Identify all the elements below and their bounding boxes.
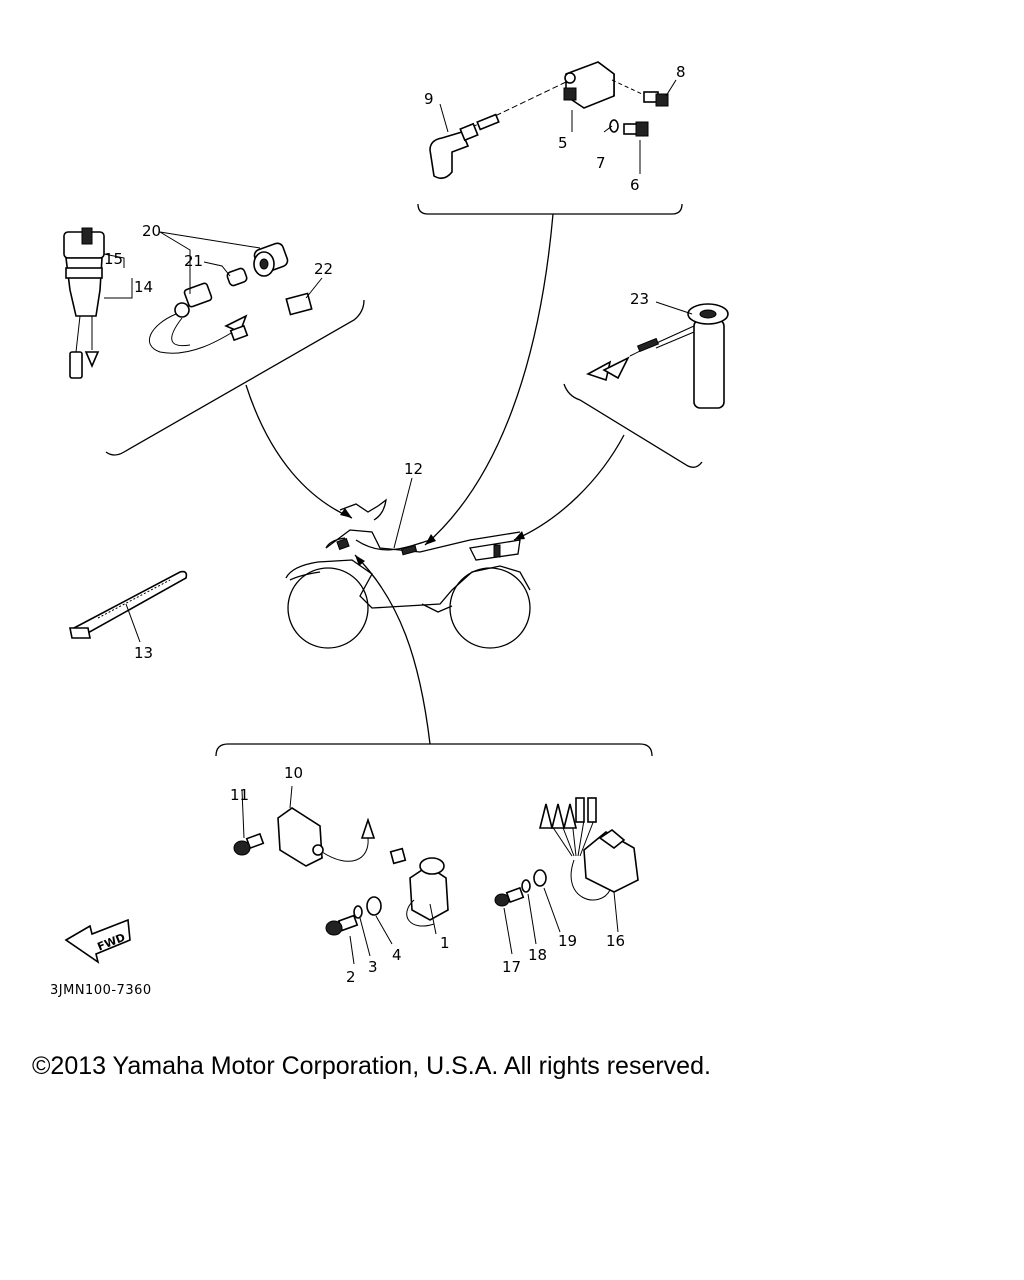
- part-label-16: 16: [606, 932, 625, 950]
- neutral-switch-cover: [253, 242, 289, 277]
- atv-silhouette: [285, 498, 531, 649]
- cdi-unit: [406, 857, 449, 927]
- part-label-12: 12: [404, 460, 423, 478]
- washer-7: [609, 119, 619, 133]
- drawing-code: 3JMN100-7360: [50, 983, 152, 998]
- fwd-arrow-icon: FWD: [64, 918, 131, 964]
- screw-11: [233, 832, 265, 856]
- bolt-8: [611, 79, 669, 107]
- part-label-15: 15: [104, 250, 123, 268]
- bracket-bottom: [215, 743, 653, 757]
- parts-diagram: FWD 9 8 5 7 6 20 15 14 21 22 23 12 13 10…: [50, 61, 729, 998]
- part-label-9: 9: [424, 90, 434, 108]
- part-label-4: 4: [392, 946, 402, 964]
- bracket-left: [105, 299, 365, 456]
- washer-4: [366, 896, 382, 916]
- copyright-notice: ©2013 Yamaha Motor Corporation, U.S.A. A…: [32, 1052, 711, 1080]
- cable-band: [69, 570, 188, 639]
- pickup-coil: [277, 807, 376, 867]
- bracket-right: [563, 383, 703, 468]
- part-label-11: 11: [230, 786, 249, 804]
- rectifier-unit: [538, 797, 639, 901]
- washer-18: [521, 879, 531, 893]
- part-label-2: 2: [346, 968, 356, 986]
- grommet-21: [226, 267, 248, 287]
- leader-left: [245, 384, 353, 519]
- part-label-5: 5: [558, 134, 568, 152]
- part-label-6: 6: [630, 176, 640, 194]
- screw-17: [494, 886, 525, 907]
- ignition-coil: [563, 61, 615, 109]
- part-label-7: 7: [596, 154, 606, 172]
- part-label-19: 19: [558, 932, 577, 950]
- throttle-switch: [586, 303, 729, 409]
- part-label-21: 21: [184, 252, 203, 270]
- part-label-17: 17: [502, 958, 521, 976]
- neutral-switch: [148, 282, 249, 354]
- part-label-8: 8: [676, 63, 686, 81]
- main-switch: [63, 227, 105, 379]
- spark-plug-cap: [429, 113, 500, 180]
- part-label-10: 10: [284, 764, 303, 782]
- part-label-1: 1: [440, 934, 450, 952]
- screw-2: [325, 914, 359, 936]
- part-label-18: 18: [528, 946, 547, 964]
- bolt-6: [623, 121, 649, 137]
- washer-19: [533, 869, 547, 887]
- leader-top: [424, 213, 554, 546]
- bracket-top: [417, 203, 683, 215]
- part-label-13: 13: [134, 644, 153, 662]
- part-label-3: 3: [368, 958, 378, 976]
- part-label-23: 23: [630, 290, 649, 308]
- connector-small: [389, 847, 407, 865]
- part-label-22: 22: [314, 260, 333, 278]
- part-label-14: 14: [134, 278, 153, 296]
- label-22: [285, 292, 313, 316]
- leader-right: [513, 434, 625, 541]
- washer-3: [353, 905, 363, 919]
- part-label-20: 20: [142, 222, 161, 240]
